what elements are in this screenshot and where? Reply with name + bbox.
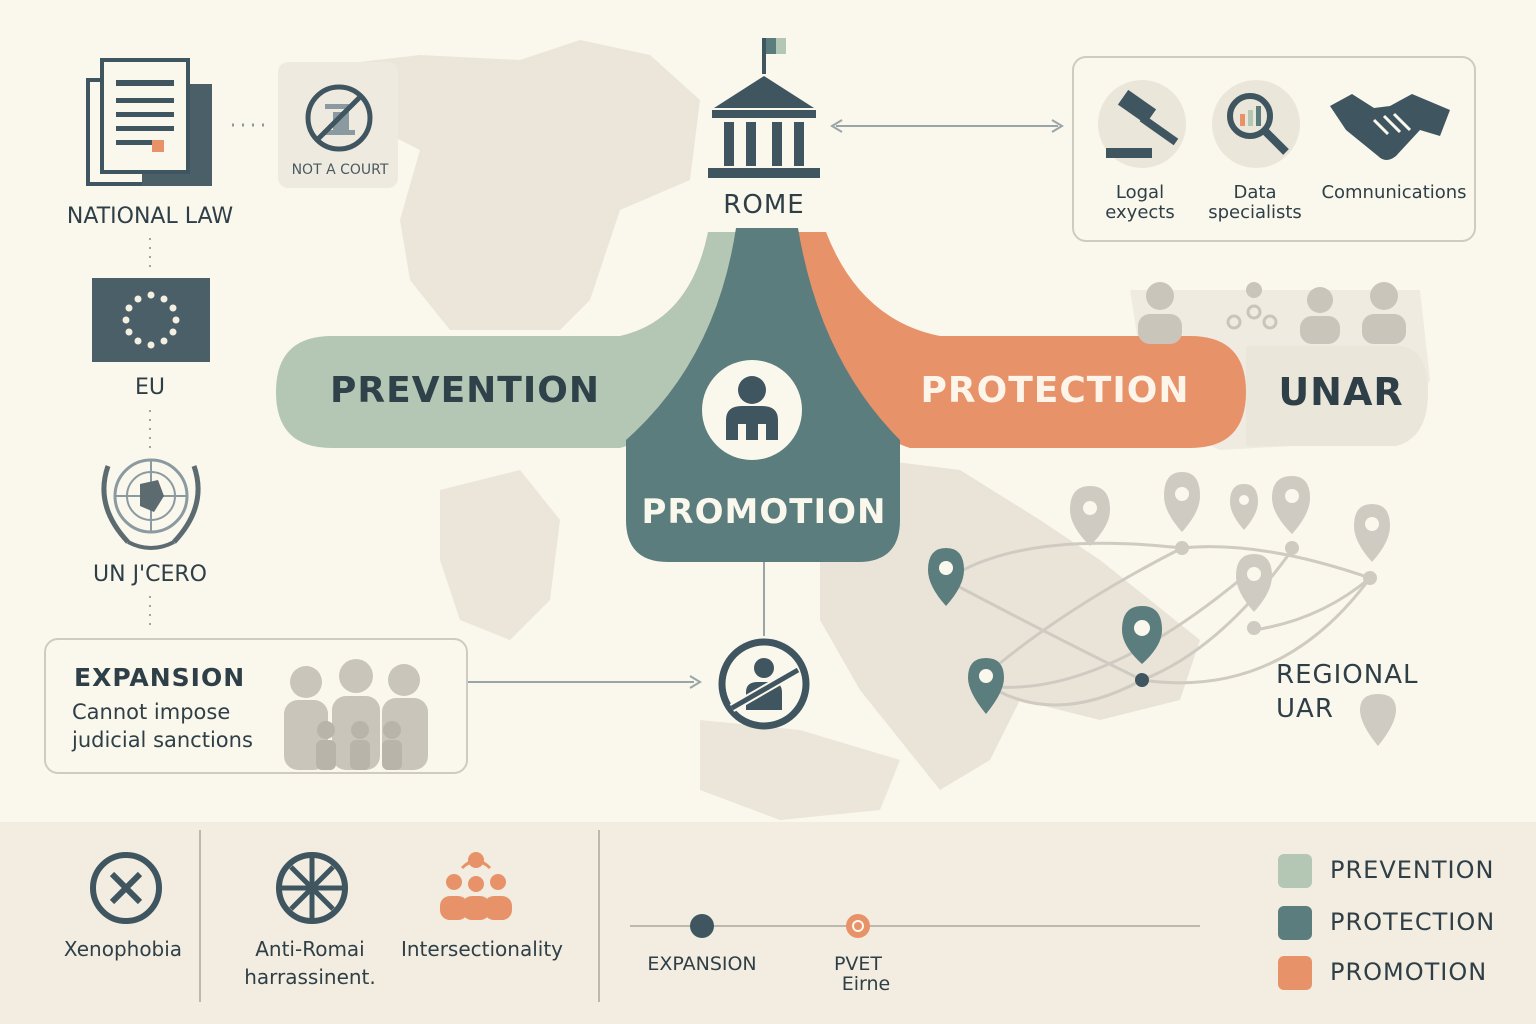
- legend-label-prevention: PREVENTION: [1330, 856, 1495, 884]
- no-gavel-icon: [305, 84, 373, 152]
- gavel-icon: [1098, 80, 1186, 168]
- bottom-divider-1: [199, 830, 201, 1002]
- wheel-icon: [276, 852, 348, 924]
- expert-legal-line-1: Logal: [1115, 182, 1165, 203]
- rome-label: ROME: [723, 190, 805, 220]
- bottom-divider-2: [598, 830, 600, 1002]
- expansion-line-1: Cannot impose: [72, 700, 231, 724]
- legend-label-protection: PROTECTION: [1330, 908, 1496, 936]
- timeline-expansion-label: EXPANSION: [647, 953, 757, 975]
- unar-people-icon: [1138, 282, 1406, 344]
- protection-label: PROTECTION: [920, 370, 1190, 411]
- not-a-court-label: NOT A COURT: [291, 162, 389, 178]
- intersectionality-label: Intersectionality: [400, 937, 564, 961]
- no-person-icon: [718, 638, 810, 730]
- handshake-icon: [1330, 94, 1450, 160]
- eu-flag-icon: [92, 278, 210, 362]
- timeline-pvet-label-1: PVET: [833, 953, 883, 975]
- unar-label: UNAR: [1278, 370, 1404, 414]
- rome-building-icon: [708, 38, 820, 178]
- national-law-label: NATIONAL LAW: [66, 204, 234, 229]
- anti-roma-label-2: harrassinent.: [244, 965, 376, 989]
- eu-label: EU: [134, 375, 165, 400]
- intersectionality-icon: [440, 852, 512, 920]
- regional-label-line-1: REGIONAL: [1276, 660, 1419, 690]
- expansion-arrow: [468, 675, 702, 689]
- magnifier-chart-icon: [1212, 80, 1300, 168]
- regional-label-line-2: UAR: [1276, 694, 1334, 724]
- rome-experts-arrow: [830, 119, 1064, 133]
- dotted-connector: [149, 123, 272, 632]
- xenophobia-icon: [90, 852, 162, 924]
- expansion-title: EXPANSION: [74, 663, 246, 692]
- xenophobia-label: Xenophobia: [63, 937, 183, 961]
- expert-comms-line-1: Comnunications: [1321, 182, 1467, 203]
- legend-label-promotion: PROMOTION: [1330, 958, 1488, 986]
- legend-swatch-protection: [1278, 906, 1312, 940]
- prevention-label: PREVENTION: [330, 370, 600, 411]
- anti-roma-label-1: Anti-Romai: [255, 937, 365, 961]
- person-icon: [702, 360, 802, 460]
- regional-network: [928, 472, 1396, 746]
- timeline: [630, 914, 1200, 938]
- people-group-icon: [284, 659, 428, 770]
- timeline-pvet-label-2: Eirne: [841, 973, 891, 995]
- promotion-label: PROMOTION: [641, 492, 887, 532]
- expert-data-line-1: Data: [1233, 182, 1277, 203]
- document-icon: [86, 58, 212, 186]
- legend-swatch-prevention: [1278, 854, 1312, 888]
- expert-legal-line-2: exyects: [1105, 202, 1175, 223]
- un-label: UN J'CERO: [93, 562, 207, 587]
- expansion-line-2: judicial sanctions: [72, 728, 253, 752]
- legend-swatch-promotion: [1278, 956, 1312, 990]
- expert-data-line-2: specialists: [1208, 202, 1302, 223]
- un-emblem-icon: [101, 458, 201, 550]
